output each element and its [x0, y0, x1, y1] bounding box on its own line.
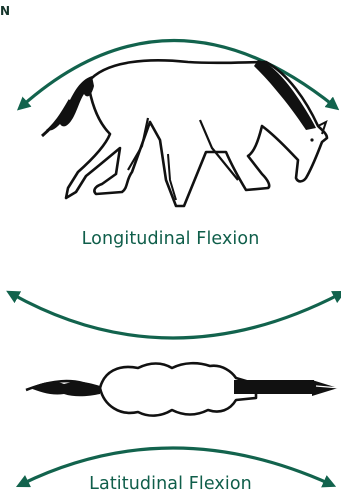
longitudinal-flexion-caption: Longitudinal Flexion	[0, 229, 341, 249]
horse-top-body-outline	[100, 363, 256, 415]
horse-side-inner-leg	[128, 118, 148, 170]
horse-side-body-outline	[66, 60, 327, 206]
horse-side-tail	[46, 76, 94, 131]
latitudinal-upper-arrow	[12, 294, 340, 338]
horse-side-view-illustration	[42, 60, 327, 206]
latitudinal-flexion-caption: Latitudinal Flexion	[0, 474, 341, 493]
horse-top-view-illustration	[26, 363, 340, 415]
horse-top-mane	[234, 380, 314, 394]
horse-side-inner-foreleg	[200, 120, 238, 180]
horse-side-mane	[254, 60, 316, 130]
horse-side-eye	[310, 138, 313, 141]
